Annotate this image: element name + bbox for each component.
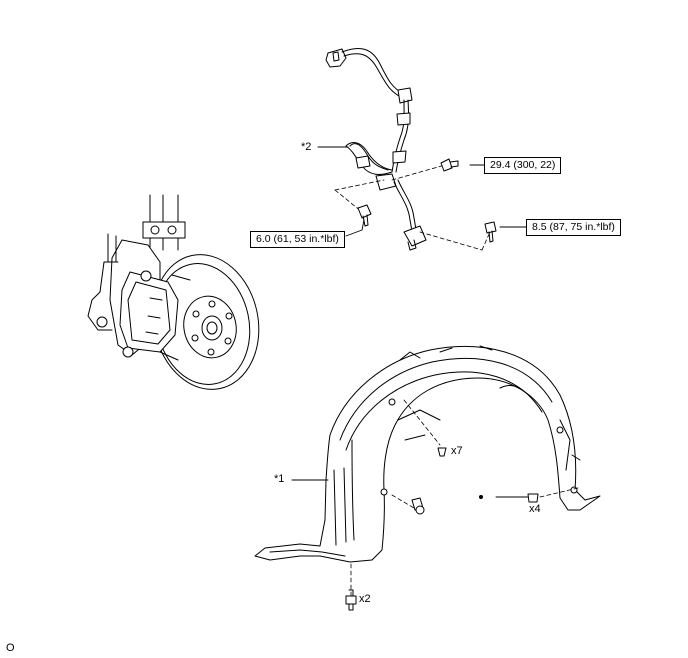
illustration-code: O (6, 642, 15, 654)
bolt-icon (357, 158, 497, 243)
quantity-clips: x7 (451, 445, 463, 457)
callout-part-2: *2 (301, 141, 312, 153)
marker-dot (479, 495, 483, 499)
quantity-screws: x4 (529, 503, 541, 515)
callout-leaders (291, 146, 529, 498)
quantity-bolts: x2 (359, 593, 371, 605)
speed-sensor-harness (325, 48, 427, 251)
torque-spec-1: 29.4 (300, 22) (484, 157, 562, 174)
fastener-icons (345, 447, 539, 611)
fastener-leader-lines (350, 399, 579, 597)
torque-spec-2: 6.0 (61, 53 in.*lbf) (250, 231, 345, 248)
torque-spec-3: 8.5 (87, 75 in.*lbf) (526, 219, 621, 236)
callout-part-1: *1 (274, 473, 285, 485)
fender-liner (254, 345, 601, 563)
brake-disc-assembly (87, 194, 260, 390)
bolt-leader-lines (334, 164, 491, 251)
